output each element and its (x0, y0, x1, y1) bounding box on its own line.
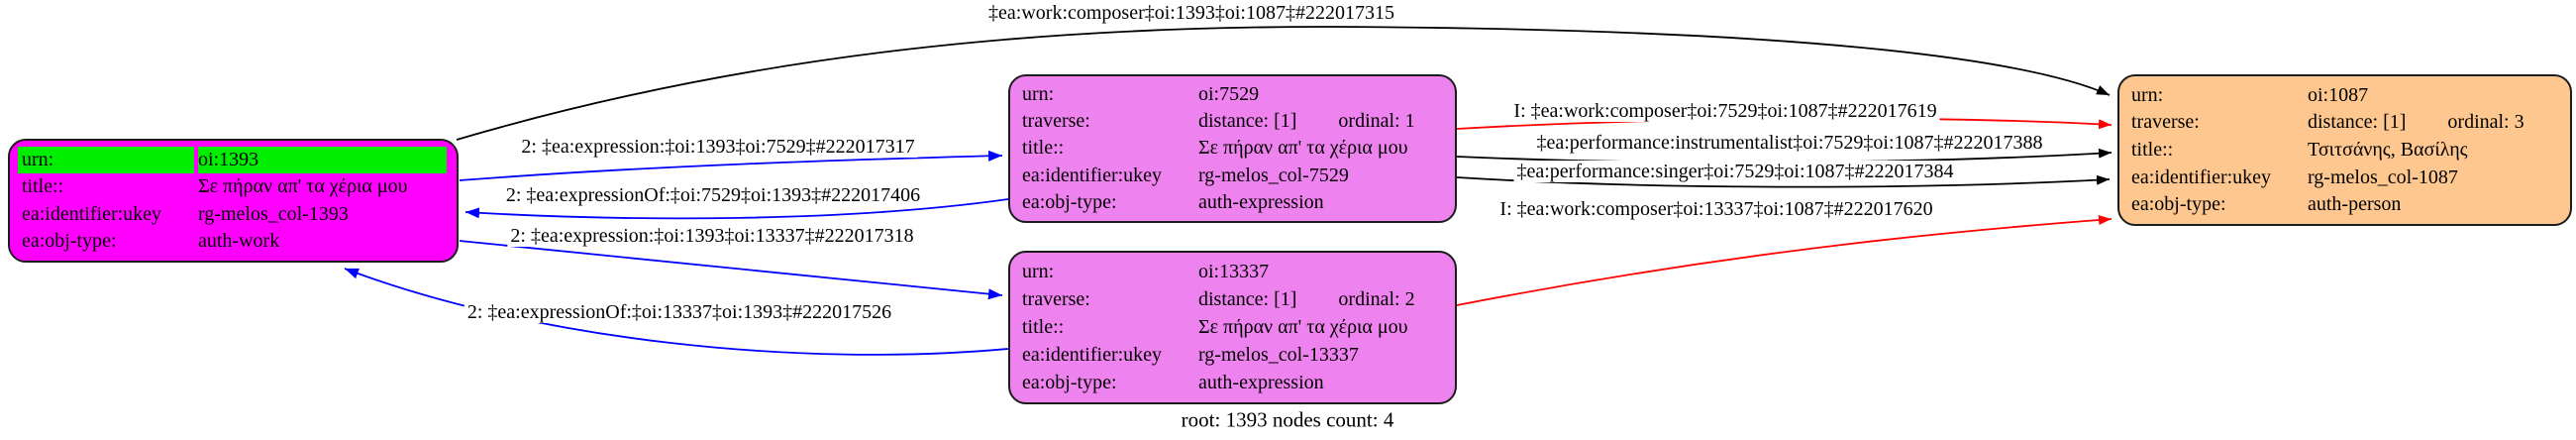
edge-composer-1393-1087 (456, 26, 2111, 141)
field-row-objtype: ea:obj-type: auth-expression (1022, 189, 1445, 216)
field-label: urn: (1022, 261, 1055, 282)
field-label: urn: (18, 146, 194, 173)
traverse-distance: distance: [1] (1198, 110, 1297, 133)
field-value: rg-melos_col-1087 (2308, 165, 2458, 188)
field-row-objtype: ea:obj-type: auth-expression (1022, 370, 1445, 396)
field-label: title:: (1022, 316, 1065, 338)
field-row-title: title:: Τσιτσάνης, Βασίλης (2131, 137, 2560, 164)
field-label: ea:identifier:ukey (2131, 165, 2272, 188)
edge-label-expressionOf-7529-1393: 2: ‡ea:expressionOf:‡oi:7529‡oi:1393‡#22… (502, 184, 924, 206)
field-row-identifier: ea:identifier:ukey rg-melos_col-1393 (22, 201, 447, 228)
field-value: oi:1393 (198, 146, 447, 173)
field-label: urn: (2131, 83, 2164, 106)
field-value: oi:13337 (1198, 261, 1270, 282)
field-value: oi:7529 (1198, 83, 1260, 106)
edge-composer-13337-1087 (1456, 214, 2112, 306)
field-label: ea:obj-type: (1022, 372, 1117, 393)
field-label: traverse: (1022, 288, 1090, 310)
edge-label-composer-1393-1087: ‡ea:work:composer‡oi:1393‡oi:1087‡#22201… (985, 2, 1397, 24)
field-row-identifier: ea:identifier:ukey rg-melos_col-7529 (1022, 163, 1445, 189)
field-value: rg-melos_col-7529 (1198, 164, 1349, 186)
field-row-urn: urn: oi:1393 (18, 146, 447, 173)
field-row-identifier: ea:identifier:ukey rg-melos_col-13337 (1022, 342, 1445, 369)
field-row-traverse: traverse: distance: [1] ordinal: 3 (2131, 109, 2560, 136)
field-value: auth-work (198, 230, 280, 253)
graph-caption: root: 1393 nodes count: 4 (1181, 407, 1394, 432)
field-value: Σε πήραν απ' τα χέρια μου (198, 175, 408, 198)
field-value: Σε πήραν απ' τα χέρια μου (1198, 137, 1408, 160)
field-label: ea:obj-type: (22, 230, 117, 253)
node-expression-oi-7529[interactable]: urn: oi:7529 traverse: distance: [1] ord… (1008, 74, 1457, 223)
traverse-distance: distance: [1] (1198, 288, 1297, 310)
field-row-urn: urn: oi:13337 (1022, 259, 1445, 285)
field-label: traverse: (2131, 111, 2200, 134)
field-value: distance: [1] ordinal: 1 (1198, 108, 1445, 135)
edge-expression-1393-7529 (459, 150, 1003, 181)
field-value: oi:1087 (2308, 83, 2369, 106)
field-label: title:: (2131, 138, 2174, 161)
field-row-objtype: ea:obj-type: auth-work (22, 228, 447, 255)
field-value: Σε πήραν απ' τα χέρια μου (1198, 316, 1408, 338)
field-row-title: title:: Σε πήραν απ' τα χέρια μου (1022, 135, 1445, 162)
node-expression-oi-13337[interactable]: urn: oi:13337 traverse: distance: [1] or… (1008, 251, 1457, 404)
field-label: title:: (22, 175, 64, 198)
traverse-distance: distance: [1] (2308, 111, 2407, 134)
field-label: urn: (1022, 83, 1055, 106)
field-label: ea:identifier:ukey (1022, 344, 1163, 366)
edge-expression-1393-13337 (459, 240, 1003, 300)
field-label: ea:obj-type: (2131, 193, 2226, 216)
edge-label-expression-1393-7529: 2: ‡ea:expression:‡oi:1393‡oi:7529‡#2220… (518, 136, 918, 158)
edge-expressionOf-7529-1393 (464, 198, 1009, 220)
field-label: traverse: (1022, 110, 1090, 133)
edge-label-composer-13337-1087: I: ‡ea:work:composer‡oi:13337‡oi:1087‡#2… (1496, 198, 1936, 220)
field-row-traverse: traverse: distance: [1] ordinal: 1 (1022, 108, 1445, 135)
field-label: title:: (1022, 137, 1065, 160)
field-row-urn: urn: oi:7529 (1022, 81, 1445, 108)
field-row-traverse: traverse: distance: [1] ordinal: 2 (1022, 286, 1445, 313)
node-person-oi-1087[interactable]: urn: oi:1087 traverse: distance: [1] ord… (2117, 74, 2572, 226)
field-row-title: title:: Σε πήραν απ' τα χέρια μου (22, 173, 447, 200)
field-value: rg-melos_col-13337 (1198, 344, 1359, 366)
node-work-oi-1393[interactable]: urn: oi:1393 title:: Σε πήραν απ' τα χέρ… (8, 139, 459, 263)
field-label: ea:identifier:ukey (22, 202, 162, 225)
edge-label-instrumentalist-7529-1087: ‡ea:performance:instrumentalist‡oi:7529‡… (1533, 132, 2046, 154)
edge-label-expression-1393-13337: 2: ‡ea:expression:‡oi:1393‡oi:13337‡#222… (507, 225, 917, 247)
edge-label-composer-7529-1087: I: ‡ea:work:composer‡oi:7529‡oi:1087‡#22… (1510, 100, 1940, 122)
field-value: auth-person (2308, 193, 2402, 216)
field-label: ea:obj-type: (1022, 190, 1117, 213)
field-value: rg-melos_col-1393 (198, 202, 349, 225)
field-row-identifier: ea:identifier:ukey rg-melos_col-1087 (2131, 165, 2560, 191)
field-row-title: title:: Σε πήραν απ' τα χέρια μου (1022, 314, 1445, 341)
field-row-objtype: ea:obj-type: auth-person (2131, 191, 2560, 218)
field-value: auth-expression (1198, 372, 1324, 393)
field-value: distance: [1] ordinal: 3 (2308, 109, 2560, 136)
traverse-ordinal: ordinal: 3 (2447, 111, 2524, 134)
field-value: distance: [1] ordinal: 2 (1198, 286, 1445, 313)
field-value: Τσιτσάνης, Βασίλης (2308, 138, 2468, 161)
field-label: ea:identifier:ukey (1022, 164, 1163, 186)
field-row-urn: urn: oi:1087 (2131, 82, 2560, 109)
edge-expressionOf-13337-1393 (344, 268, 1009, 356)
traverse-ordinal: ordinal: 2 (1338, 288, 1415, 310)
edge-label-singer-7529-1087: ‡ea:performance:singer‡oi:7529‡oi:1087‡#… (1513, 161, 1957, 182)
field-value: auth-expression (1198, 190, 1324, 213)
traverse-ordinal: ordinal: 1 (1338, 110, 1415, 133)
edge-label-expressionOf-13337-1393: 2: ‡ea:expressionOf:‡oi:13337‡oi:1393‡#2… (464, 301, 895, 323)
